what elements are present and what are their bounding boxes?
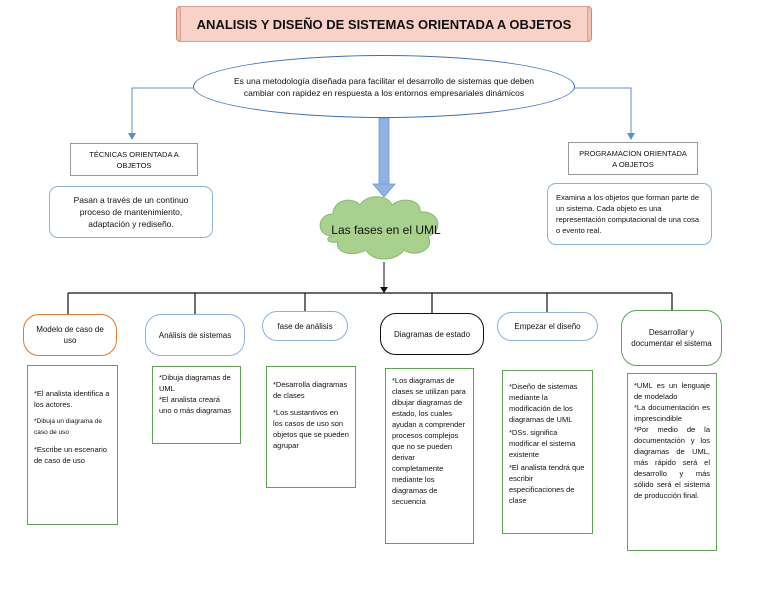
phase-3-label: fase de análisis [277, 321, 333, 331]
phase-3-details: *Desarrolla diagramas de clases *Los sus… [266, 366, 356, 488]
left-branch-label-text: TÉCNICAS ORIENTADA A OBJETOS [89, 149, 179, 170]
left-branch-label: TÉCNICAS ORIENTADA A OBJETOS [70, 143, 198, 176]
main-arrowhead [372, 183, 396, 198]
phase-2-details: *Dibuja diagramas de UML *El analista cr… [152, 366, 241, 444]
left-branch-description: Pasan a través de un continuo proceso de… [49, 186, 213, 238]
phase-5-detail-2: *DSs. significa modificar el sistema exi… [509, 428, 576, 459]
phase-4-label: Diagramas de estado [393, 329, 471, 339]
phase-6-detail-3: *Por medio de la documentación y los dia… [634, 425, 710, 500]
phase-6-details: *UML es un lenguaje de modelado *La docu… [627, 373, 717, 551]
phase-2-header: Análisis de sistemas [145, 314, 245, 356]
phase-4-details: *Los diagramas de clases se utilizan par… [385, 368, 474, 544]
right-connector [574, 87, 632, 133]
phase-6-detail-2: *La documentación es imprescindible [634, 403, 710, 423]
right-arrowhead [627, 133, 635, 140]
definition-ellipse: Es una metodología diseñada para facilit… [193, 55, 575, 118]
phase-4-detail-1: *Los diagramas de clases se utilizan par… [392, 376, 466, 506]
phase-1-label: Modelo de caso de uso [36, 325, 104, 345]
phase-4-header: Diagramas de estado [380, 313, 484, 355]
right-branch-description: Examina a los objetos que forman parte d… [547, 183, 712, 245]
phase-1-detail-2: *Dibuja un diagrama de caso de uso [34, 418, 102, 436]
left-connector [131, 87, 194, 133]
definition-text: Es una metodología diseñada para facilit… [233, 75, 535, 98]
center-down-arrowhead [380, 287, 388, 293]
phase-1-details: *El analista identifica a los actores. *… [27, 365, 118, 525]
left-arrowhead [128, 133, 136, 140]
right-branch-label-text: PROGRAMACION ORIENTADA A OBJETOS [579, 148, 687, 169]
phase-5-label: Empezar el diseño [514, 322, 581, 331]
center-cloud [319, 196, 439, 260]
main-arrow-shaft [378, 117, 390, 187]
phase-1-detail-3: *Escribe un escenario de caso de uso [34, 445, 107, 465]
left-branch-description-text: Pasan a través de un continuo proceso de… [73, 195, 189, 229]
center-node: Las fases en el UML [320, 200, 452, 260]
right-branch-description-text: Examina a los objetos que forman parte d… [556, 193, 700, 235]
phase-5-details: *Diseño de sistemas mediante la modifica… [502, 370, 593, 534]
phase-3-header: fase de análisis [262, 311, 348, 341]
phase-5-detail-1: *Diseño de sistemas mediante la modifica… [509, 382, 578, 424]
phase-6-header: Desarrollar y documentar el sistema [621, 310, 722, 366]
phase-5-detail-3: *El analista tendrá que escribir especif… [509, 463, 585, 505]
center-node-text: Las fases en el UML [331, 222, 441, 237]
phase-6-label: Desarrollar y documentar el sistema [631, 328, 712, 348]
right-branch-label: PROGRAMACION ORIENTADA A OBJETOS [568, 142, 698, 175]
phase-2-label: Análisis de sistemas [158, 330, 232, 340]
phase-6-detail-1: *UML es un lenguaje de modelado [634, 381, 710, 401]
phase-2-detail-1: *Dibuja diagramas de UML [159, 373, 231, 393]
page-title: ANALISIS Y DISEÑO DE SISTEMAS ORIENTADA … [180, 6, 588, 42]
phase-3-detail-2: *Los sustantivos en los casos de uso son… [273, 408, 349, 450]
phase-3-detail-1: *Desarrolla diagramas de clases [273, 380, 348, 400]
phase-2-detail-2: *El analista creará uno o más diagramas [159, 395, 232, 415]
phase-5-header: Empezar el diseño [497, 312, 598, 341]
phase-1-detail-1: *El analista identifica a los actores. [34, 389, 110, 409]
phase-1-header: Modelo de caso de uso [23, 314, 117, 356]
